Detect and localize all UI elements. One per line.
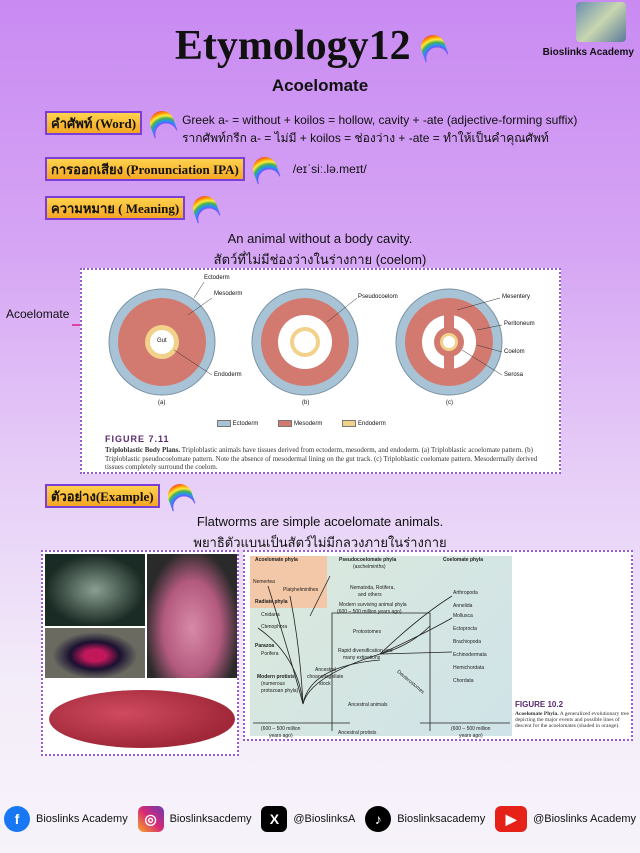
x-icon: X bbox=[261, 806, 288, 832]
label-serosa: Serosa bbox=[504, 372, 524, 378]
footer-x[interactable]: X@BioslinksA bbox=[261, 806, 355, 832]
label-gut: Gut bbox=[157, 338, 167, 344]
pseudocoelomate-diagram bbox=[251, 288, 359, 396]
rainbow-icon bbox=[189, 192, 221, 224]
acoelomate-diagram bbox=[108, 288, 216, 396]
footer-tiktok[interactable]: ♪Bioslinksacademy bbox=[365, 806, 485, 832]
ipa-text: /eɪˈsiː.lə.meɪt/ bbox=[292, 162, 367, 176]
label-mesoderm: Mesoderm bbox=[214, 291, 243, 297]
rainbow-icon bbox=[417, 31, 449, 63]
instagram-icon: ◎ bbox=[137, 806, 164, 832]
label-peritoneum: Peritoneum bbox=[504, 321, 535, 327]
meaning-row: ความหมาย ( Meaning) bbox=[45, 192, 636, 224]
footer-youtube[interactable]: ▶@Bioslinks Academy bbox=[495, 806, 636, 832]
meaning-en: An animal without a body cavity. bbox=[227, 231, 413, 246]
rainbow-icon bbox=[164, 480, 195, 512]
figure2-title: FIGURE 10.2 bbox=[515, 700, 564, 709]
example-en: Flatworms are simple acoelomate animals. bbox=[196, 514, 444, 529]
legend-mesoderm: Mesoderm bbox=[278, 420, 322, 427]
brand-logo bbox=[576, 2, 626, 42]
label-pseudocoelom: Pseudocoelom bbox=[358, 294, 398, 300]
page-title: Etymology12 bbox=[0, 22, 620, 70]
label-b: (b) bbox=[302, 400, 310, 406]
term-heading: Acoelomate bbox=[271, 76, 369, 95]
flatworm-photos bbox=[41, 550, 239, 756]
label-ectoderm: Ectoderm bbox=[204, 275, 230, 281]
fluke-photo bbox=[49, 690, 235, 748]
word-origin-en: Greek a- = without + koilos = hollow, ca… bbox=[182, 113, 578, 127]
legend-endoderm: Endoderm bbox=[342, 420, 386, 427]
meaning-label: ความหมาย ( Meaning) bbox=[45, 196, 186, 220]
rainbow-icon bbox=[249, 153, 281, 185]
figure-caption: Triploblastic Body Plans. Triploblastic … bbox=[105, 446, 538, 471]
youtube-icon: ▶ bbox=[495, 806, 528, 832]
brand-name: Bioslinks Academy bbox=[542, 47, 634, 58]
word-row: คำศัพท์ (Word) Greek a- = without + koil… bbox=[45, 107, 636, 147]
figure-legend: Ectoderm Mesoderm Endoderm bbox=[217, 420, 386, 427]
label-c: (c) bbox=[446, 400, 453, 406]
acoelomate-pointer-label: Acoelomate bbox=[6, 307, 70, 321]
body-plan-figure: Ectoderm Mesoderm Gut Endoderm Pseudocoe… bbox=[80, 268, 561, 474]
phyla-tree-labels: Acoelomate phyla Nemertea Platyhelminthe… bbox=[253, 557, 491, 739]
pronunciation-row: การออกเสียง (Pronunciation IPA) /eɪˈsiː.… bbox=[45, 153, 636, 185]
rainbow-icon bbox=[146, 107, 178, 139]
word-origin-th: รากศัพท์กรีก a- = ไม่มี + koilos = ช่องว… bbox=[182, 131, 549, 145]
example-label: ตัวอย่าง(Example) bbox=[45, 484, 160, 508]
word-origin: Greek a- = without + koilos = hollow, ca… bbox=[182, 111, 636, 147]
example-row: ตัวอย่าง(Example) bbox=[45, 480, 636, 512]
phylogeny-lines bbox=[253, 575, 510, 731]
marine-flatworm-photo bbox=[45, 628, 145, 678]
planarian-photo bbox=[45, 554, 145, 626]
acoelomate-region bbox=[250, 556, 327, 608]
label-mesentery: Mesentery bbox=[502, 294, 531, 300]
legend-ectoderm: Ectoderm bbox=[217, 420, 258, 427]
figure-title: FIGURE 7.11 bbox=[105, 434, 170, 444]
word-label: คำศัพท์ (Word) bbox=[45, 111, 143, 135]
tapeworm-scolex-photo bbox=[147, 554, 237, 678]
pronunciation-label: การออกเสียง (Pronunciation IPA) bbox=[45, 157, 245, 181]
label-a: (a) bbox=[158, 400, 166, 406]
example-th: พยาธิตัวแบนเป็นสัตว์ไม่มีกลวงภายในร่างกา… bbox=[193, 535, 447, 550]
meaning-th: สัตว์ที่ไม่มีช่องว่างในร่างกาย (coelom) bbox=[213, 252, 427, 267]
footer-instagram[interactable]: ◎Bioslinksacdemy bbox=[137, 806, 252, 832]
label-coelom: Coelom bbox=[504, 349, 525, 355]
tiktok-icon: ♪ bbox=[365, 806, 392, 832]
facebook-icon: f bbox=[4, 806, 30, 832]
label-endoderm: Endoderm bbox=[214, 372, 242, 378]
figure2-caption: Acoelomate Phyla. A generalized evolutio… bbox=[515, 711, 629, 729]
phyla-tree-figure: Acoelomate phyla Nemertea Platyhelminthe… bbox=[243, 550, 633, 741]
coelomate-diagram bbox=[395, 288, 503, 396]
